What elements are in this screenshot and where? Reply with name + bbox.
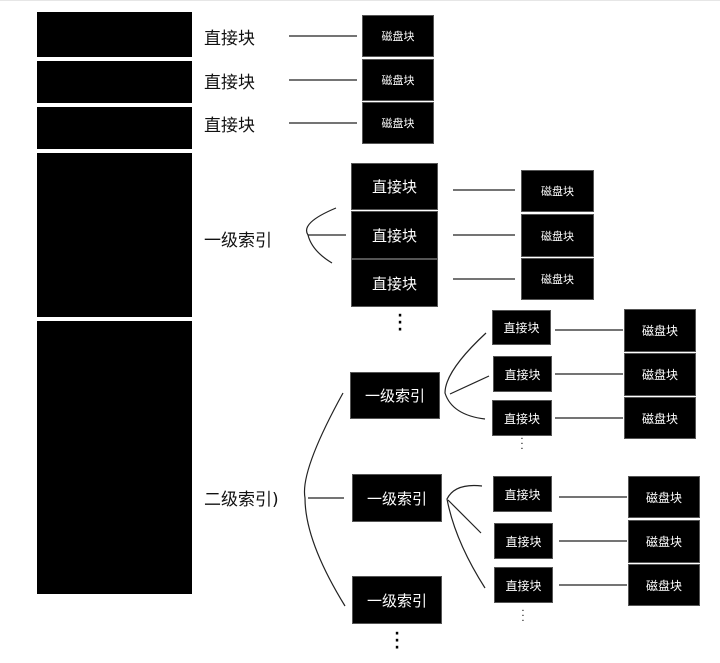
ellipsis: ··· (394, 626, 400, 656)
ellipsis: ··· (520, 434, 524, 455)
direct-block: 直接块 (494, 477, 551, 511)
direct-block: 直接块 (493, 311, 550, 344)
disk-block: 磁盘块 (629, 521, 699, 562)
inode-slot-direct-3 (37, 107, 192, 149)
inode-slot-double-indirect (37, 321, 192, 594)
double-indirect-label: 二级索引) (204, 490, 279, 510)
disk-block: 磁盘块 (629, 565, 699, 605)
inode-slot-single-indirect (37, 153, 192, 317)
single-indirect-label: 一级索引 (204, 231, 272, 251)
direct-label: 直接块 (204, 116, 255, 136)
inode-slot-direct-2 (37, 61, 192, 103)
single-indirect-block: 一级索引 (353, 475, 441, 521)
disk-block: 磁盘块 (363, 16, 433, 56)
disk-block: 磁盘块 (522, 171, 593, 211)
direct-label: 直接块 (204, 29, 255, 49)
direct-block: 直接块 (495, 568, 552, 602)
disk-block: 磁盘块 (625, 354, 695, 395)
disk-block: 磁盘块 (363, 103, 433, 143)
single-indirect-block: 一级索引 (353, 577, 441, 623)
direct-block: 直接块 (493, 401, 551, 435)
disk-block: 磁盘块 (522, 259, 593, 299)
direct-label: 直接块 (204, 73, 255, 93)
ellipsis: ··· (521, 606, 525, 627)
direct-block: 直接块 (352, 260, 437, 306)
disk-block: 磁盘块 (625, 398, 695, 438)
direct-block: 直接块 (494, 357, 551, 391)
disk-block: 磁盘块 (629, 477, 699, 517)
disk-block: 磁盘块 (363, 60, 433, 100)
ellipsis: ··· (397, 308, 403, 338)
direct-block: 直接块 (495, 524, 552, 558)
single-indirect-block: 一级索引 (351, 373, 439, 418)
direct-block: 直接块 (352, 212, 437, 258)
disk-block: 磁盘块 (625, 310, 695, 351)
direct-block: 直接块 (352, 164, 437, 209)
disk-block: 磁盘块 (522, 215, 593, 256)
inode-slot-direct-1 (37, 12, 192, 57)
